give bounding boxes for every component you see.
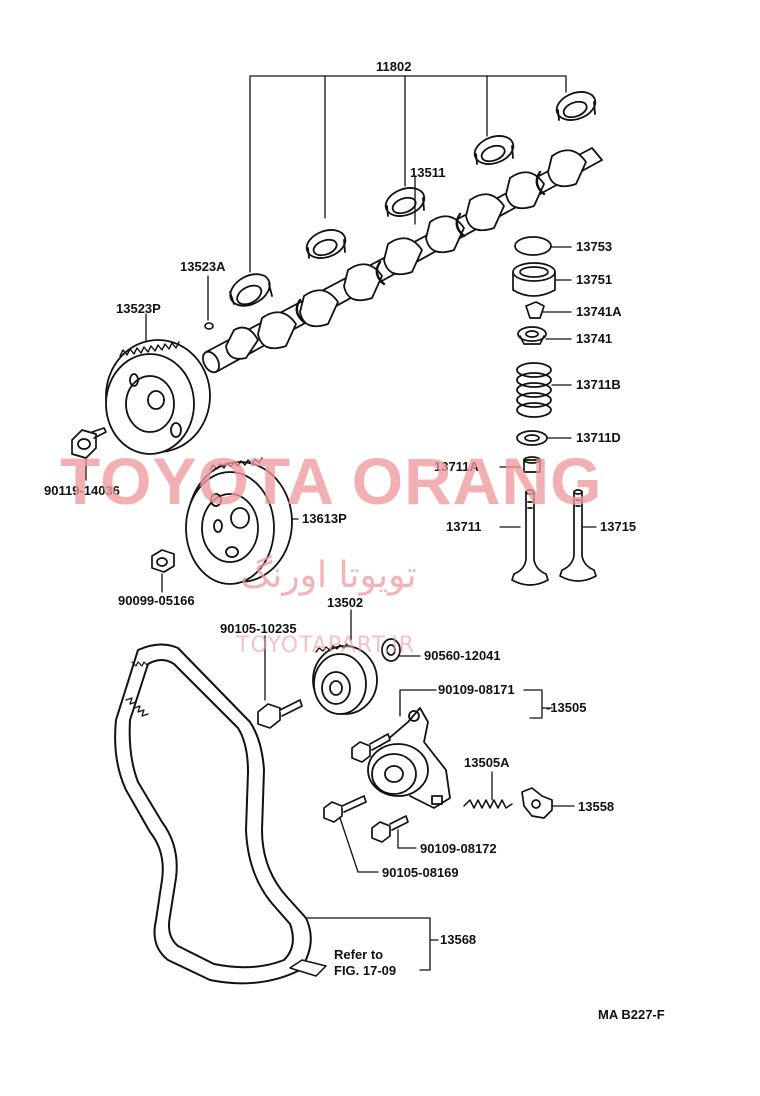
label-13741a: 13741A (576, 304, 622, 319)
tensioner-bracket (521, 787, 553, 819)
label-11802: 11802 (376, 59, 412, 74)
label-13711a: 13711A (434, 459, 479, 474)
watermark-url: TOYOTAPART.IR (236, 633, 416, 658)
label-13613p: 13613P (302, 511, 347, 526)
nut-90099 (151, 549, 175, 573)
label-90109-08172: 90109-08172 (420, 841, 497, 856)
belt-tensioner (367, 707, 451, 809)
watermark-main: TOYOTA ORANG (60, 444, 603, 518)
label-13502: 13502 (327, 595, 364, 610)
label-13523p: 13523P (116, 301, 161, 316)
label-90109-08171: 90109-08171 (438, 682, 515, 697)
label-13741: 13741 (576, 331, 613, 346)
timing-belt (114, 643, 312, 985)
bolt-90109-08171 (351, 733, 391, 763)
reference-arrow-icon (289, 959, 327, 977)
knock-pin (204, 322, 214, 330)
label-90099-05166: 90099-05166 (118, 593, 195, 608)
label-13711b: 13711B (576, 377, 621, 392)
label-13505a: 13505A (464, 755, 510, 770)
idler-pulley (312, 643, 378, 715)
bolt-90109-08172 (371, 815, 409, 843)
bolt-90119 (71, 427, 107, 459)
label-13511: 13511 (410, 165, 446, 180)
label-13711d: 13711D (576, 430, 621, 445)
leader-lines (85, 75, 597, 971)
watermark-arabic: تويوتا اورنگ (240, 555, 417, 596)
bolt-90105-10235 (257, 699, 303, 729)
camshaft-bearings (229, 91, 597, 307)
label-13558: 13558 (578, 799, 615, 814)
label-90105-10235: 90105-10235 (220, 621, 297, 636)
reference-line-2: FIG. 17-09 (334, 963, 397, 978)
crankshaft-timing-pulley (185, 457, 293, 585)
label-90105-08169: 90105-08169 (382, 865, 459, 880)
label-13523a: 13523A (180, 259, 226, 274)
label-90560-12041: 90560-12041 (424, 648, 501, 663)
label-13568: 13568 (440, 932, 477, 947)
label-13751: 13751 (576, 272, 613, 287)
label-13711: 13711 (446, 519, 482, 534)
label-13753: 13753 (576, 239, 613, 254)
camshaft-timing-pulley (105, 339, 211, 455)
label-90119-14036: 90119-14036 (44, 483, 120, 498)
tension-spring (463, 799, 513, 809)
label-13505: -13505 (546, 700, 587, 715)
valve-train (511, 236, 597, 586)
figure-code: MA B227-F (598, 1007, 665, 1022)
label-13715: 13715 (600, 519, 637, 534)
washer-90560 (381, 638, 401, 662)
camshaft (202, 147, 603, 374)
reference-line-1: Refer to (334, 947, 384, 962)
bolt-90105-08169 (323, 795, 367, 823)
